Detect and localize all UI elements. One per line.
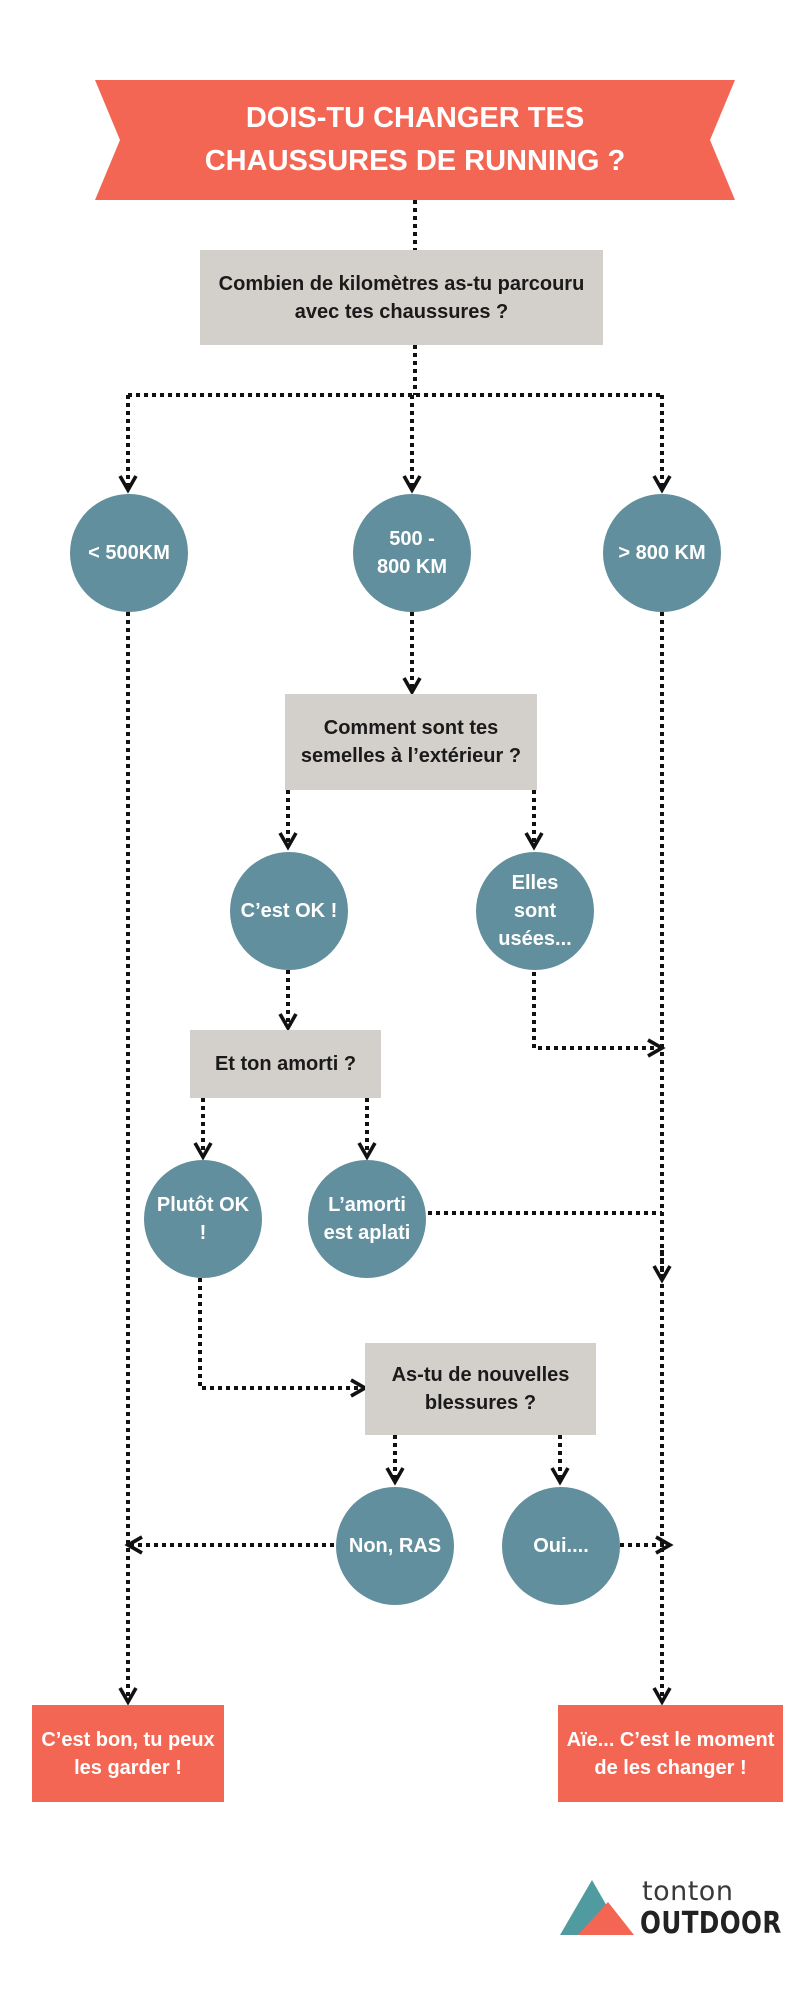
answer-less-than-500km: < 500KM: [70, 494, 188, 612]
question-injuries: As-tu de nouvelles blessures ?: [365, 1343, 596, 1435]
connector-km-split: [128, 345, 662, 397]
question-kilometers: Combien de kilomètres as-tu parcouru ave…: [200, 250, 603, 345]
title-banner: [95, 80, 735, 200]
answer-cushion-ok: Plutôt OK !: [144, 1160, 262, 1278]
answer-more-than-800km: > 800 KM: [603, 494, 721, 612]
answer-yes-injury: Oui....: [502, 1487, 620, 1605]
logo-mountain-coral: [578, 1902, 634, 1935]
result-change-shoes: Aïe... C’est le moment de les changer !: [558, 1705, 783, 1802]
answer-no-injury: Non, RAS: [336, 1487, 454, 1605]
result-keep-shoes: C’est bon, tu peux les garder !: [32, 1705, 224, 1802]
question-soles: Comment sont tes semelles à l’extérieur …: [285, 694, 537, 790]
logo-text-tonton: tonton: [642, 1876, 734, 1907]
answer-500-800km: 500 - 800 KM: [353, 494, 471, 612]
logo-mark: [560, 1880, 634, 1935]
connector-worn-to-change: [532, 972, 666, 1058]
page-title: DOIS-TU CHANGER TES CHAUSSURES DE RUNNIN…: [204, 102, 626, 177]
answer-soles-ok: C’est OK !: [230, 852, 348, 970]
answer-cushion-flat: L’amorti est aplati: [308, 1160, 426, 1278]
connector-cushionok-to-injuries: [198, 1278, 369, 1398]
answer-soles-worn: Elles sont usées...: [476, 852, 594, 970]
logo-text-outdoor: OUTDOOR: [640, 1906, 782, 1941]
question-cushioning: Et ton amorti ?: [190, 1030, 381, 1098]
